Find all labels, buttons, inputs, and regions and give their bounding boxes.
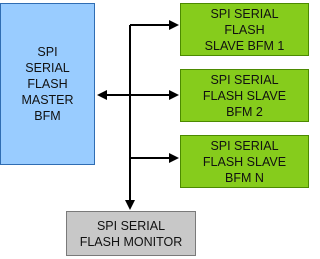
arrow-to-slaveN: [169, 153, 179, 163]
flash-monitor-block: SPI SERIAL FLASH MONITOR: [66, 211, 196, 256]
slave-bfm-n-block: SPI SERIAL FLASH SLAVE BFM N: [180, 135, 309, 188]
master-bfm-block: SPI SERIAL FLASH MASTER BFM: [0, 3, 95, 165]
arrow-to-monitor: [125, 200, 135, 210]
slave-bfm-2-block: SPI SERIAL FLASH SLAVE BFM 2: [180, 69, 309, 122]
bus-wires: [97, 20, 179, 210]
arrow-to-master: [97, 90, 107, 100]
slave-bfm-1-block: SPI SERIAL FLASH SLAVE BFM 1: [180, 3, 309, 56]
block-diagram: SPI SERIAL FLASH MASTER BFM SPI SERIAL F…: [0, 3, 309, 256]
arrow-to-slave1: [169, 20, 179, 30]
arrow-to-slave2: [169, 90, 179, 100]
